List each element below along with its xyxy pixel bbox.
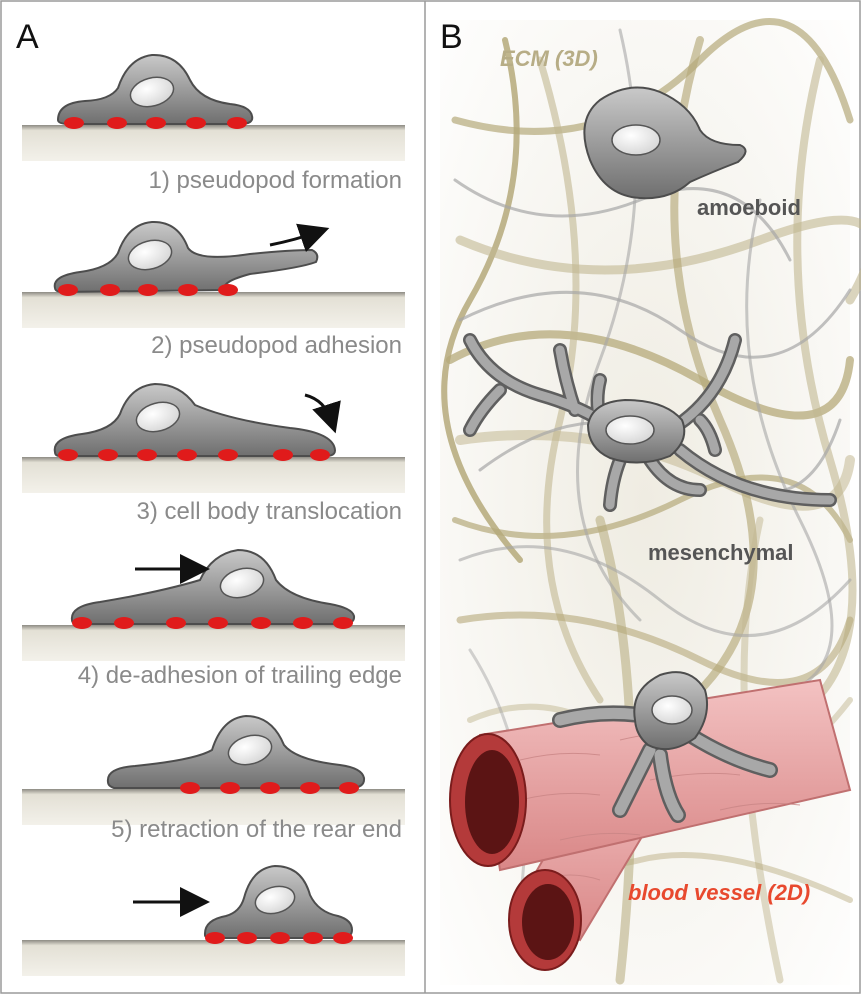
substrate-3	[22, 457, 405, 493]
step-label-1: 1) pseudopod formation	[149, 167, 403, 194]
nucleus	[606, 416, 654, 444]
substrate-6	[22, 940, 405, 976]
mesenchymal-label: mesenchymal	[648, 540, 794, 565]
substrate-2	[22, 292, 405, 328]
ecm-label: ECM (3D)	[500, 46, 598, 71]
step-label-2: 2) pseudopod adhesion	[151, 332, 402, 359]
blood-vessel-label: blood vessel (2D)	[628, 880, 810, 905]
amoeboid-label: amoeboid	[697, 195, 801, 220]
nucleus	[652, 696, 692, 724]
panel-b: B ECM (3D) amoeboid	[440, 18, 861, 985]
substrate-1	[22, 125, 405, 161]
substrate-4	[22, 625, 405, 661]
panel-a-letter: A	[16, 18, 39, 56]
panel-b-letter: B	[440, 18, 463, 56]
step-label-5: 5) retraction of the rear end	[111, 816, 402, 843]
step-label-4: 4) de-adhesion of trailing edge	[78, 662, 402, 689]
step-label-3: 3) cell body translocation	[137, 498, 402, 525]
nucleus	[612, 125, 660, 155]
